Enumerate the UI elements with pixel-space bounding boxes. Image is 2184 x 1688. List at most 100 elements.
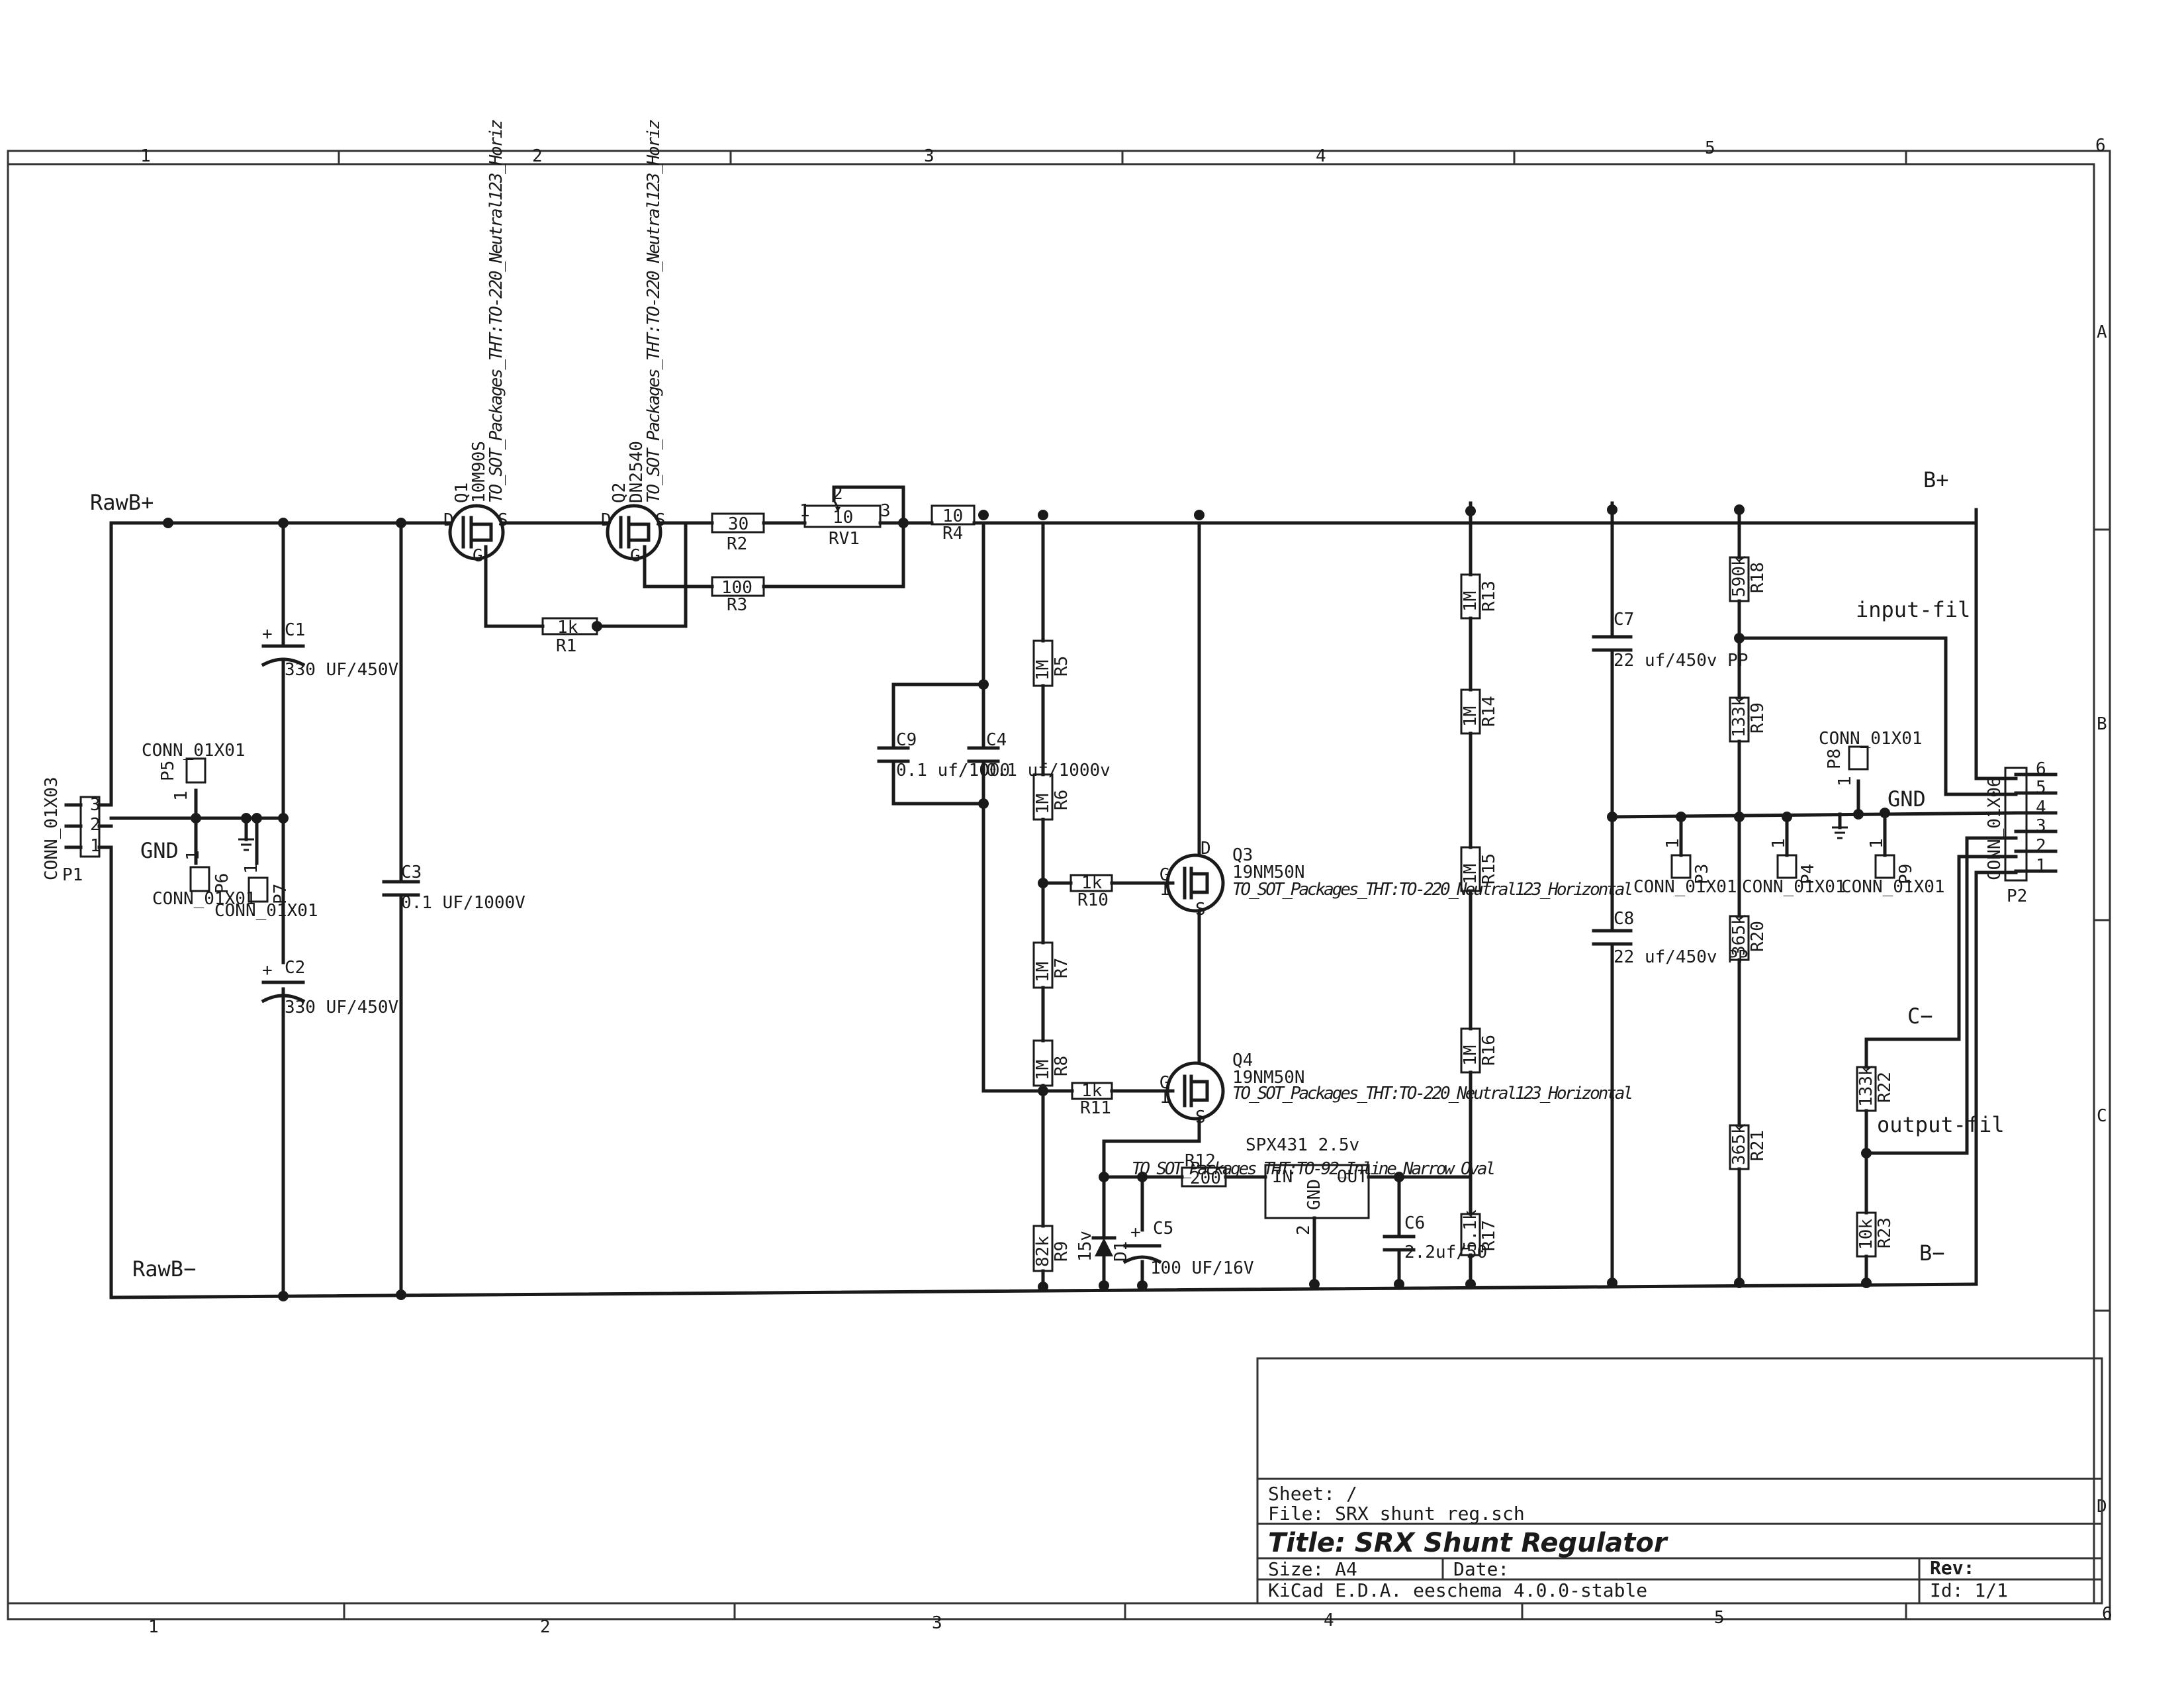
c5-plus: + [1130, 1223, 1141, 1243]
r2-ref: R2 [727, 534, 747, 554]
connector-p9: 1 P9 CONN_01X01 [1841, 838, 1945, 897]
capacitor-c4: C4 0.1 uf/1000v [967, 730, 1111, 780]
r20-ref: R20 [1748, 921, 1768, 952]
c1-plus: + [262, 624, 273, 644]
r2-value: 30 [728, 514, 749, 534]
d1-value: 15v [1075, 1231, 1095, 1262]
title-block-kicad: KiCad E.D.A. eeschema 4.0.0-stable [1268, 1579, 1647, 1601]
r22-value: 133k [1856, 1065, 1876, 1107]
col-label-1-bottom: 1 [148, 1617, 159, 1637]
p7-pin: 1 [242, 863, 261, 874]
net-label-input-fil: input-fil [1856, 597, 1970, 622]
r8-value: 1M [1033, 1060, 1053, 1080]
title-block-date: Date: [1453, 1558, 1509, 1580]
p8-ref: P8 [1825, 749, 1844, 769]
p1-pin-3: 3 [90, 795, 101, 815]
r15-value: 1M [1461, 864, 1480, 884]
col-label-3-bottom: 3 [932, 1613, 942, 1633]
r19-value: 133k [1729, 696, 1749, 737]
q4-pin-g: G [1160, 1073, 1170, 1093]
p4-pin: 1 [1769, 838, 1789, 849]
r13-value: 1M [1461, 591, 1480, 612]
net-labels: RawB+ RawB− B+ B− GND GND input-fil outp… [90, 467, 2005, 1282]
capacitor-c2: + C2 330 UF/450V [261, 958, 398, 1017]
r18-value: 590k [1729, 555, 1749, 597]
resistor-r14: 1M R14 [1460, 688, 1499, 735]
wires [109, 485, 2058, 1299]
rv1-ref: RV1 [829, 529, 860, 549]
c3-ref: C3 [401, 863, 422, 882]
resistor-r15: 1M R15 [1460, 846, 1499, 892]
q2-pin-g: G [630, 546, 641, 566]
r11-value: 1k [1081, 1081, 1103, 1101]
resistor-r9: 82k R9 [1032, 1225, 1071, 1272]
col-label-5: 5 [1705, 138, 1715, 158]
r12-ref: R12 [1185, 1151, 1216, 1171]
c2-plus: + [262, 961, 273, 980]
p2-value: CONN_01X06 [1985, 776, 2005, 880]
p1-ref: P1 [62, 865, 83, 885]
r23-value: 10k [1856, 1219, 1876, 1250]
resistor-r16: 1M R16 [1460, 1027, 1499, 1074]
r6-value: 1M [1033, 794, 1053, 814]
p2-pin-1: 1 [2036, 856, 2046, 876]
p2-pin-3: 3 [2036, 816, 2046, 836]
q2-footprint: TO_SOT_Packages_THT:TO-220_Neutral123_Ho… [644, 119, 664, 503]
c4-value: 0.1 uf/1000v [986, 761, 1111, 780]
q3-ref: Q3 [1232, 845, 1253, 865]
col-label-2-bottom: 2 [540, 1617, 551, 1637]
c1-value: 330 UF/450V [285, 660, 398, 680]
row-label-a: A [2097, 322, 2107, 342]
capacitor-c5: + C5 100 UF/16V [1122, 1219, 1254, 1278]
capacitor-c8: C8 22 uf/450v PP [1592, 909, 1749, 967]
q4-pin-s: S [1195, 1107, 1206, 1127]
c2-ref: C2 [285, 958, 305, 978]
p5-ref: P5 [158, 761, 178, 781]
capacitor-c3: C3 0.1 UF/1000V [382, 863, 525, 913]
ground-symbol-left [238, 838, 254, 851]
r3-value: 100 [721, 578, 752, 598]
resistor-r13: 1M R13 [1460, 573, 1499, 620]
p6-ref: P6 [212, 873, 232, 894]
r10-value: 1k [1081, 873, 1103, 893]
transistor-q4: G 1 S Q4 19NM50N TO_SOT_Packages_THT:TO-… [1160, 1051, 1633, 1127]
q3-pin-s: S [1195, 900, 1206, 919]
p4-ref: P4 [1798, 864, 1818, 884]
junctions [163, 504, 1890, 1301]
row-label-c: C [2097, 1106, 2107, 1126]
title-block: Sheet: / File: SRX shunt reg.sch Title: … [1256, 1357, 2103, 1605]
p1-value: CONN_01X03 [42, 776, 62, 880]
r15-ref: R15 [1479, 853, 1499, 884]
col-label-2: 2 [532, 146, 543, 166]
r9-ref: R9 [1052, 1241, 1071, 1262]
capacitor-c1: + C1 330 UF/450V [261, 620, 398, 680]
net-label-c-minus: C− [1907, 1004, 1933, 1029]
c7-ref: C7 [1614, 610, 1634, 630]
resistor-r1: 1k R1 [541, 617, 598, 656]
q4-footprint: TO_SOT_Packages_THT:TO-220_Neutral123_Ho… [1232, 1084, 1633, 1103]
p9-value: CONN_01X01 [1841, 877, 1945, 897]
col-label-6: 6 [2095, 136, 2106, 156]
c9-value: 0.1 uf/1000 [896, 761, 1010, 780]
q1-ref: Q1 [452, 483, 472, 503]
c4-ref: C4 [986, 730, 1007, 750]
net-label-output-fil: output-fil [1877, 1112, 2005, 1137]
p7-value: CONN_01X01 [214, 901, 318, 921]
title-block-title: Title: SRX Shunt Regulator [1268, 1528, 1668, 1558]
col-label-6-bottom: 6 [2102, 1604, 2113, 1624]
net-label-b-minus: B− [1919, 1241, 1945, 1266]
r17-ref: R17 [1479, 1220, 1499, 1251]
r23-ref: R23 [1875, 1217, 1895, 1248]
rv1-value: 10 [833, 508, 853, 528]
r16-value: 1M [1461, 1045, 1480, 1066]
resistor-r23: 10k R23 [1856, 1211, 1895, 1258]
r4-value: 10 [942, 506, 963, 526]
q4-value: 19NM50N [1232, 1068, 1305, 1088]
col-label-5-bottom: 5 [1714, 1608, 1725, 1628]
resistor-r21: 365k R21 [1729, 1123, 1768, 1170]
r18-ref: R18 [1748, 562, 1768, 593]
r7-ref: R7 [1052, 958, 1071, 978]
spx431-pin-in: IN [1272, 1167, 1293, 1187]
col-label-4-bottom: 4 [1324, 1611, 1334, 1630]
r7-value: 1M [1033, 962, 1053, 982]
